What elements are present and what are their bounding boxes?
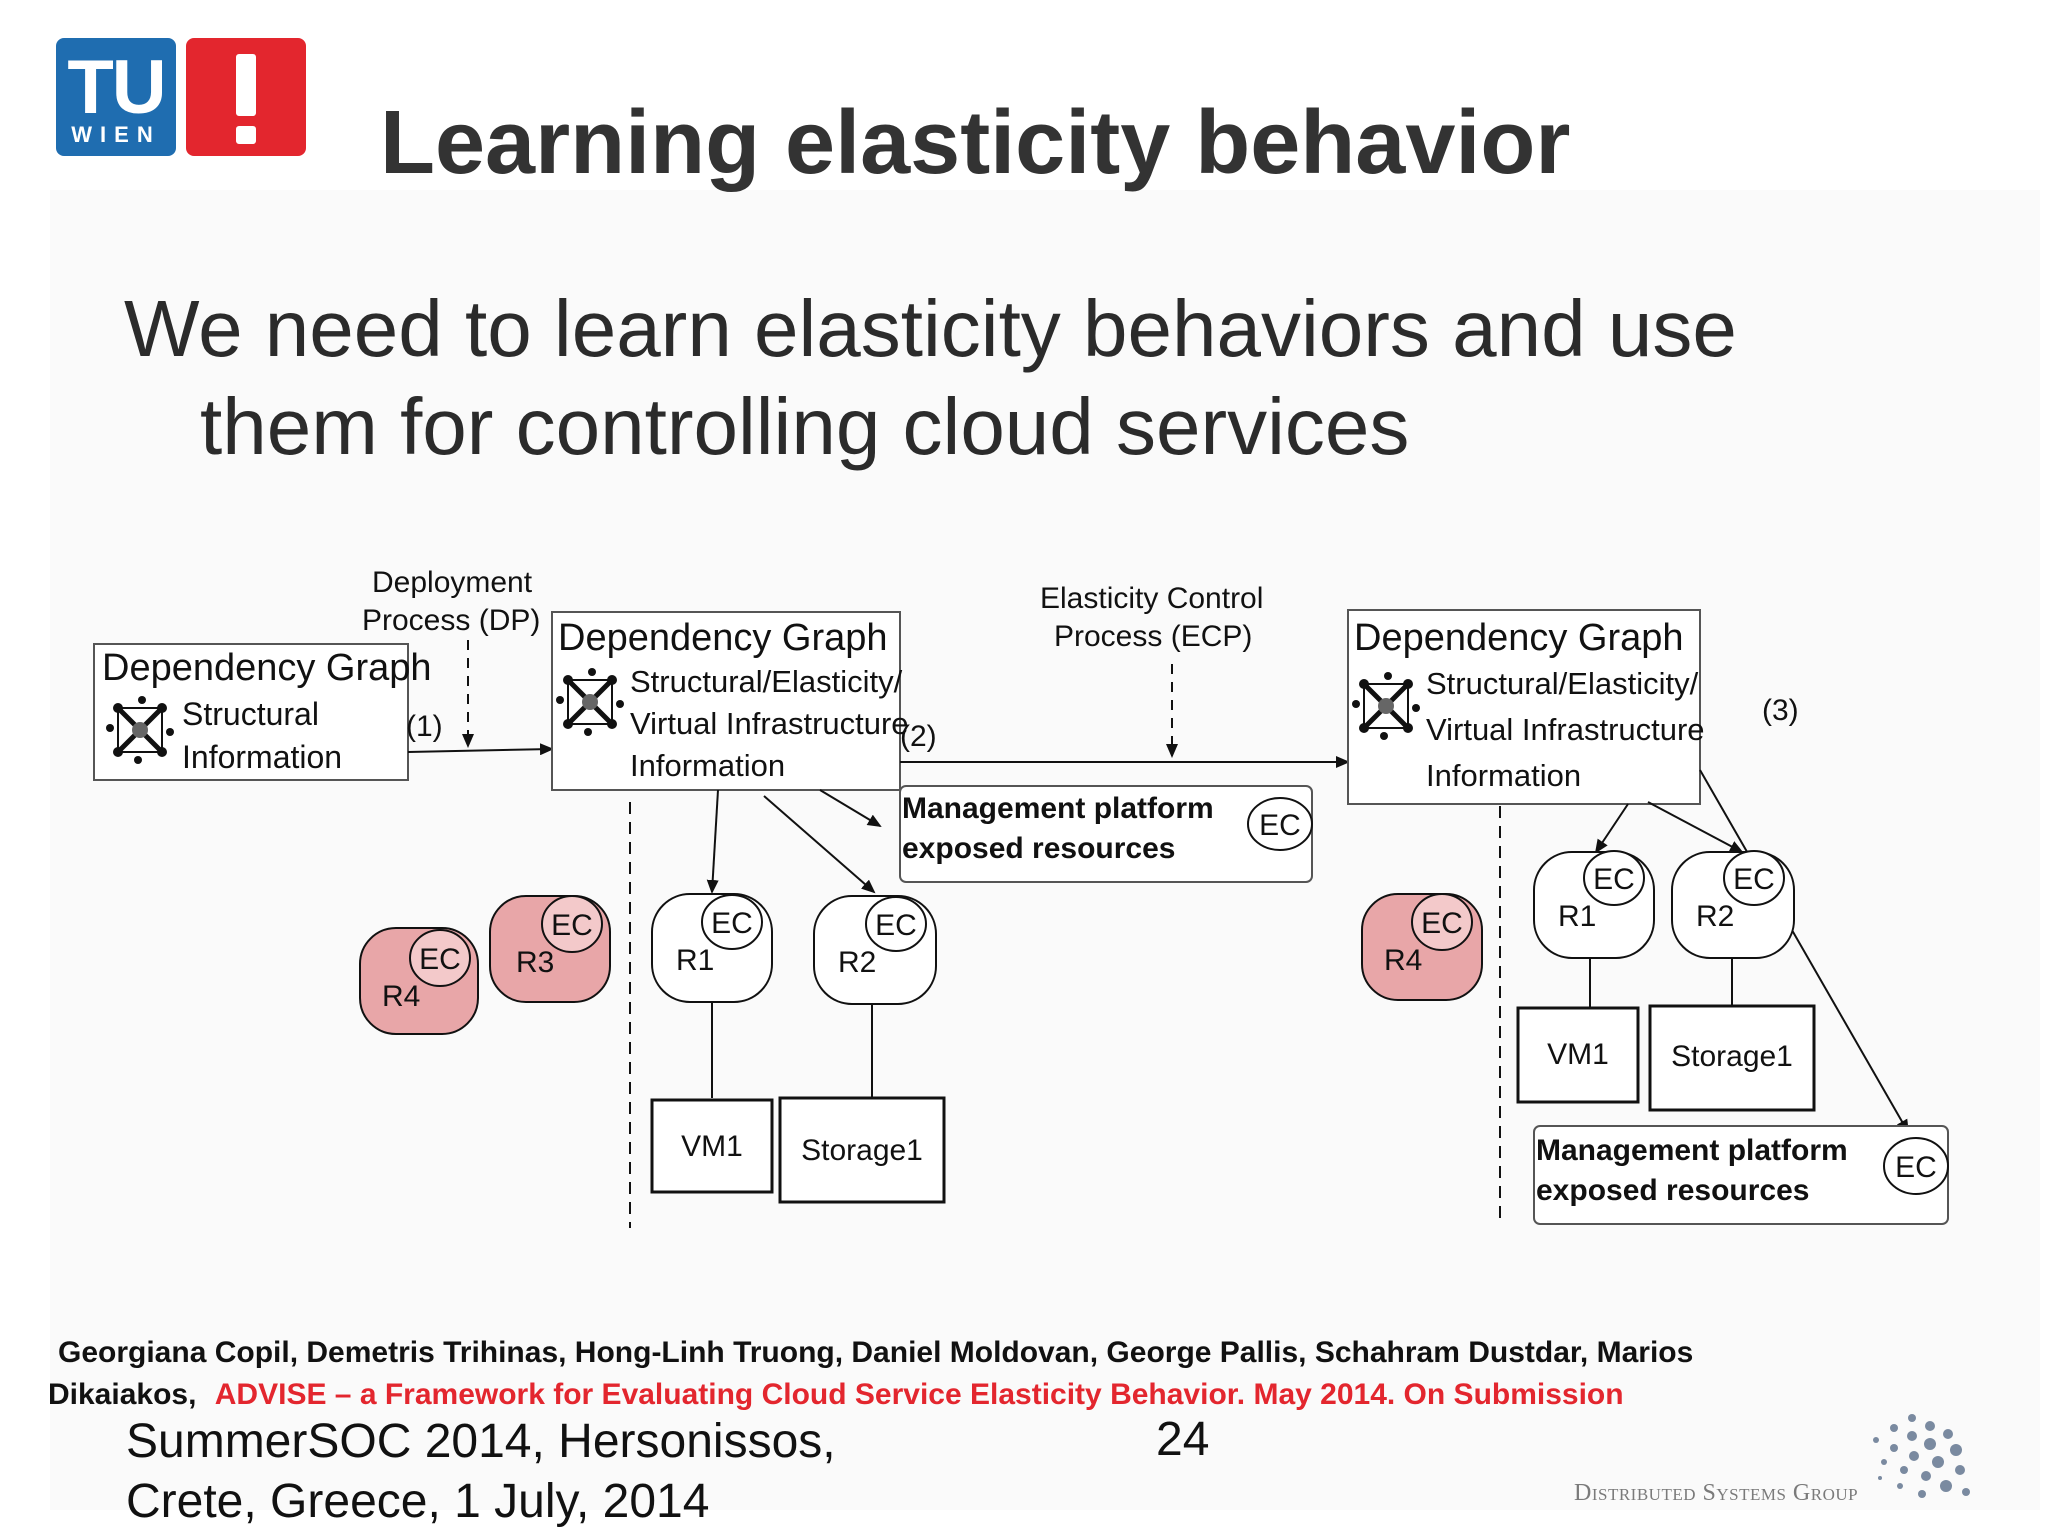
- ec-ellipse: [541, 895, 603, 953]
- deployment-process-label-2: Process (DP): [362, 604, 540, 637]
- vm1-label: VM1: [681, 1130, 743, 1163]
- vm1-box-middle: [650, 1098, 774, 1194]
- footer-line-2: Crete, Greece, 1 July, 2014: [126, 1475, 710, 1528]
- dependency-graph-box-1: [93, 643, 409, 781]
- ec-ellipse: [409, 929, 471, 987]
- ec-label: EC: [875, 909, 917, 942]
- r2-label: R2: [838, 946, 876, 979]
- exclamation-logo-icon: [186, 38, 306, 156]
- slide-title: Learning elasticity behavior: [380, 93, 1571, 193]
- ec-ellipse: [1411, 893, 1473, 951]
- ec-ellipse: [865, 896, 927, 952]
- dg1-structural: Structural: [182, 696, 319, 732]
- logo-tu-text: TU: [67, 45, 166, 130]
- dg3-virtual-infrastructure: Virtual Infrastructure: [1426, 712, 1705, 747]
- arrow-to-r1-right: [1594, 803, 1629, 854]
- ec-label: EC: [1895, 1151, 1937, 1184]
- r4-label: R4: [1384, 944, 1422, 977]
- arrow-to-r2: [763, 795, 876, 894]
- dg1-title: Dependency Graph: [102, 647, 432, 689]
- ec-label: EC: [419, 943, 461, 976]
- ec-label: EC: [1733, 863, 1775, 896]
- storage1-label: Storage1: [1671, 1040, 1793, 1073]
- ec-label: EC: [1421, 907, 1463, 940]
- slide-subtitle: We need to learn elasticity behaviors an…: [124, 280, 1824, 476]
- logo-wien-text: WIEN: [71, 122, 161, 147]
- subtitle-line-1: We need to learn elasticity behaviors an…: [124, 284, 1737, 373]
- arrow-to-mgmt-2: [1699, 769, 1909, 1134]
- storage1-label: Storage1: [801, 1134, 923, 1167]
- citation-authors-line2: Dikaiakos,: [48, 1378, 197, 1411]
- ecp-label-2: Process (ECP): [1054, 620, 1252, 653]
- step-2-label: (2): [900, 720, 937, 753]
- management-platform-box-1: [899, 785, 1313, 883]
- mgmt2-line1: Management platform: [1536, 1134, 1848, 1167]
- ec-ellipse: [1583, 850, 1645, 906]
- storage1-box-right: [1648, 1004, 1816, 1112]
- dg2-structural-elasticity: Structural/Elasticity/: [630, 664, 903, 699]
- dg2-virtual-infrastructure: Virtual Infrastructure: [630, 706, 909, 741]
- arrow-to-r1: [706, 789, 719, 894]
- citation: Georgiana Copil, Demetris Trihinas, Hong…: [48, 1332, 2008, 1416]
- r1-label: R1: [1558, 900, 1596, 933]
- arrow-to-mgmt-1: [819, 789, 882, 828]
- citation-paper-link[interactable]: ADVISE – a Framework for Evaluating Clou…: [214, 1378, 1624, 1411]
- step-1-label: (1): [406, 710, 443, 743]
- ec-label: EC: [1259, 809, 1301, 842]
- ec-ellipse: [1883, 1137, 1949, 1195]
- r4-label: R4: [382, 980, 420, 1013]
- mgmt1-line1: Management platform: [902, 792, 1214, 825]
- dg3-structural-elasticity: Structural/Elasticity/: [1426, 666, 1699, 701]
- dsg-dots-logo-icon: [1873, 1414, 1970, 1498]
- r2-label: R2: [1696, 900, 1734, 933]
- arrow-to-r2-right: [1647, 801, 1744, 853]
- ec-label: EC: [711, 907, 753, 940]
- step-3-label: (3): [1762, 694, 1799, 727]
- dependency-graph-box-2: [551, 611, 901, 791]
- ec-label: EC: [551, 909, 593, 942]
- dg1-information: Information: [182, 739, 342, 775]
- dg3-title: Dependency Graph: [1354, 617, 1684, 659]
- distributed-systems-group-label: Distributed Systems Group: [1574, 1480, 1859, 1506]
- dependency-graph-box-3: [1347, 609, 1701, 805]
- tu-wien-logo: TU WIEN: [56, 38, 176, 156]
- subtitle-line-2: them for controlling cloud services: [200, 382, 1410, 471]
- ec-ellipse: [701, 894, 763, 950]
- vm1-box-right: [1516, 1006, 1640, 1104]
- dg2-information: Information: [630, 748, 785, 783]
- mgmt2-line2: exposed resources: [1536, 1174, 1809, 1207]
- ec-ellipse: [1723, 850, 1785, 906]
- deployment-process-label-1: Deployment: [372, 566, 533, 599]
- r3-label: R3: [516, 946, 554, 979]
- r1-label: R1: [676, 944, 714, 977]
- ecp-label-1: Elasticity Control: [1040, 582, 1263, 615]
- footer-venue: SummerSOC 2014, Hersonissos, Crete, Gree…: [126, 1412, 836, 1532]
- ec-ellipse: [1247, 797, 1313, 851]
- arrow-1: [407, 743, 554, 756]
- footer-line-1: SummerSOC 2014, Hersonissos,: [126, 1415, 836, 1468]
- storage1-box-middle: [778, 1096, 946, 1204]
- vm1-label: VM1: [1547, 1038, 1609, 1071]
- management-platform-box-2: [1533, 1125, 1949, 1225]
- dg3-information: Information: [1426, 758, 1581, 793]
- dg2-title: Dependency Graph: [558, 617, 888, 659]
- ec-label: EC: [1593, 863, 1635, 896]
- page-number: 24: [1156, 1413, 1210, 1466]
- mgmt1-line2: exposed resources: [902, 832, 1175, 865]
- citation-authors-line1: Georgiana Copil, Demetris Trihinas, Hong…: [58, 1336, 1694, 1369]
